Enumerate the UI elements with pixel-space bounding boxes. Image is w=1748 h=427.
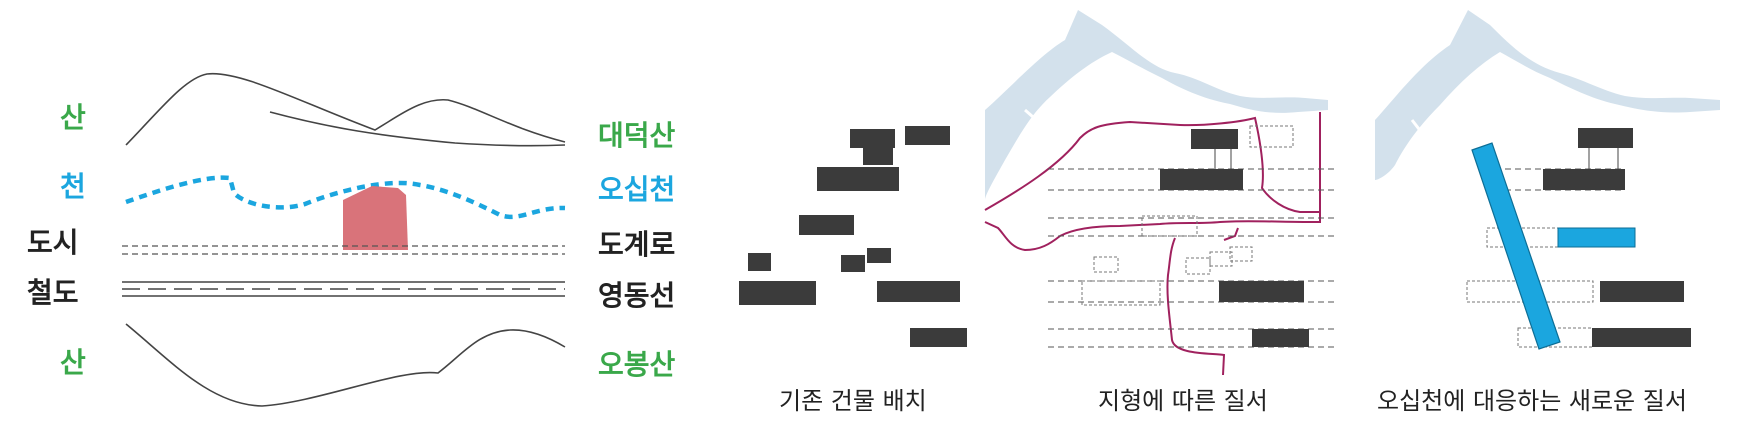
- contour-line: [984, 200, 1321, 252]
- river-shape: [1375, 10, 1720, 180]
- label-left-railway: 철도: [27, 276, 79, 309]
- river-bank-line: [1410, 119, 1434, 147]
- river-bank-line: [1024, 108, 1049, 132]
- caption-existing-buildings: 기존 건물 배치: [779, 387, 927, 415]
- building-block: [1160, 169, 1243, 190]
- building-block: [863, 145, 893, 165]
- label-right-mountain-top: 대덕산: [598, 119, 676, 152]
- building-block: [1219, 281, 1304, 302]
- existing-buildings-diagram: [739, 126, 967, 347]
- existing-building-outline: [1249, 125, 1294, 148]
- building-block: [1592, 328, 1691, 347]
- existing-building-outline: [1209, 251, 1233, 267]
- building-block: [1191, 129, 1238, 149]
- building-block: [739, 281, 816, 305]
- existing-building-outline: [1093, 256, 1119, 273]
- existing-building-outline: [1185, 257, 1211, 275]
- existing-building-outline: [1141, 215, 1198, 237]
- label-right-stream: 오십천: [598, 173, 676, 206]
- label-left-mountain-top: 산: [60, 101, 86, 134]
- building-block: [867, 248, 891, 263]
- building-block: [1600, 281, 1684, 302]
- building-block: [841, 255, 865, 272]
- caption-terrain-order: 지형에 따른 질서: [1098, 387, 1268, 415]
- new-building-blue: [1557, 227, 1636, 248]
- building-block: [748, 253, 771, 271]
- new-order-diagram: [1375, 10, 1720, 350]
- building-block: [910, 328, 967, 347]
- building-block: [817, 167, 899, 191]
- label-left-mountain-bottom: 산: [60, 346, 86, 379]
- building-block: [1252, 329, 1309, 347]
- label-left-city: 도시: [27, 226, 79, 259]
- section-diagram: [122, 72, 566, 407]
- terrain-order-diagram: [984, 10, 1334, 376]
- new-building-diagonal: [1471, 142, 1561, 350]
- label-right-mountain-bottom: 오봉산: [598, 348, 676, 381]
- site-area: [343, 186, 408, 250]
- mountain-ridge-top: [125, 72, 566, 146]
- caption-new-order: 오십천에 대응하는 새로운 질서: [1377, 387, 1687, 415]
- existing-building-outline: [1081, 280, 1161, 306]
- building-block: [1543, 169, 1625, 190]
- building-block: [1578, 128, 1633, 148]
- existing-building-outline: [1229, 246, 1253, 262]
- contour-line: [984, 112, 1321, 213]
- building-block: [799, 215, 854, 235]
- mountain-ridge-bottom: [125, 323, 566, 407]
- label-right-railway: 영동선: [598, 279, 676, 312]
- label-right-road: 도계로: [598, 228, 676, 261]
- mountain-ridge-lower: [269, 111, 566, 147]
- contour-line: [1166, 237, 1226, 376]
- building-block: [877, 281, 960, 302]
- label-left-stream: 천: [60, 170, 86, 203]
- contour-line: [1223, 227, 1239, 241]
- building-block: [905, 126, 950, 145]
- building-block: [850, 129, 895, 148]
- river-shape: [985, 10, 1328, 200]
